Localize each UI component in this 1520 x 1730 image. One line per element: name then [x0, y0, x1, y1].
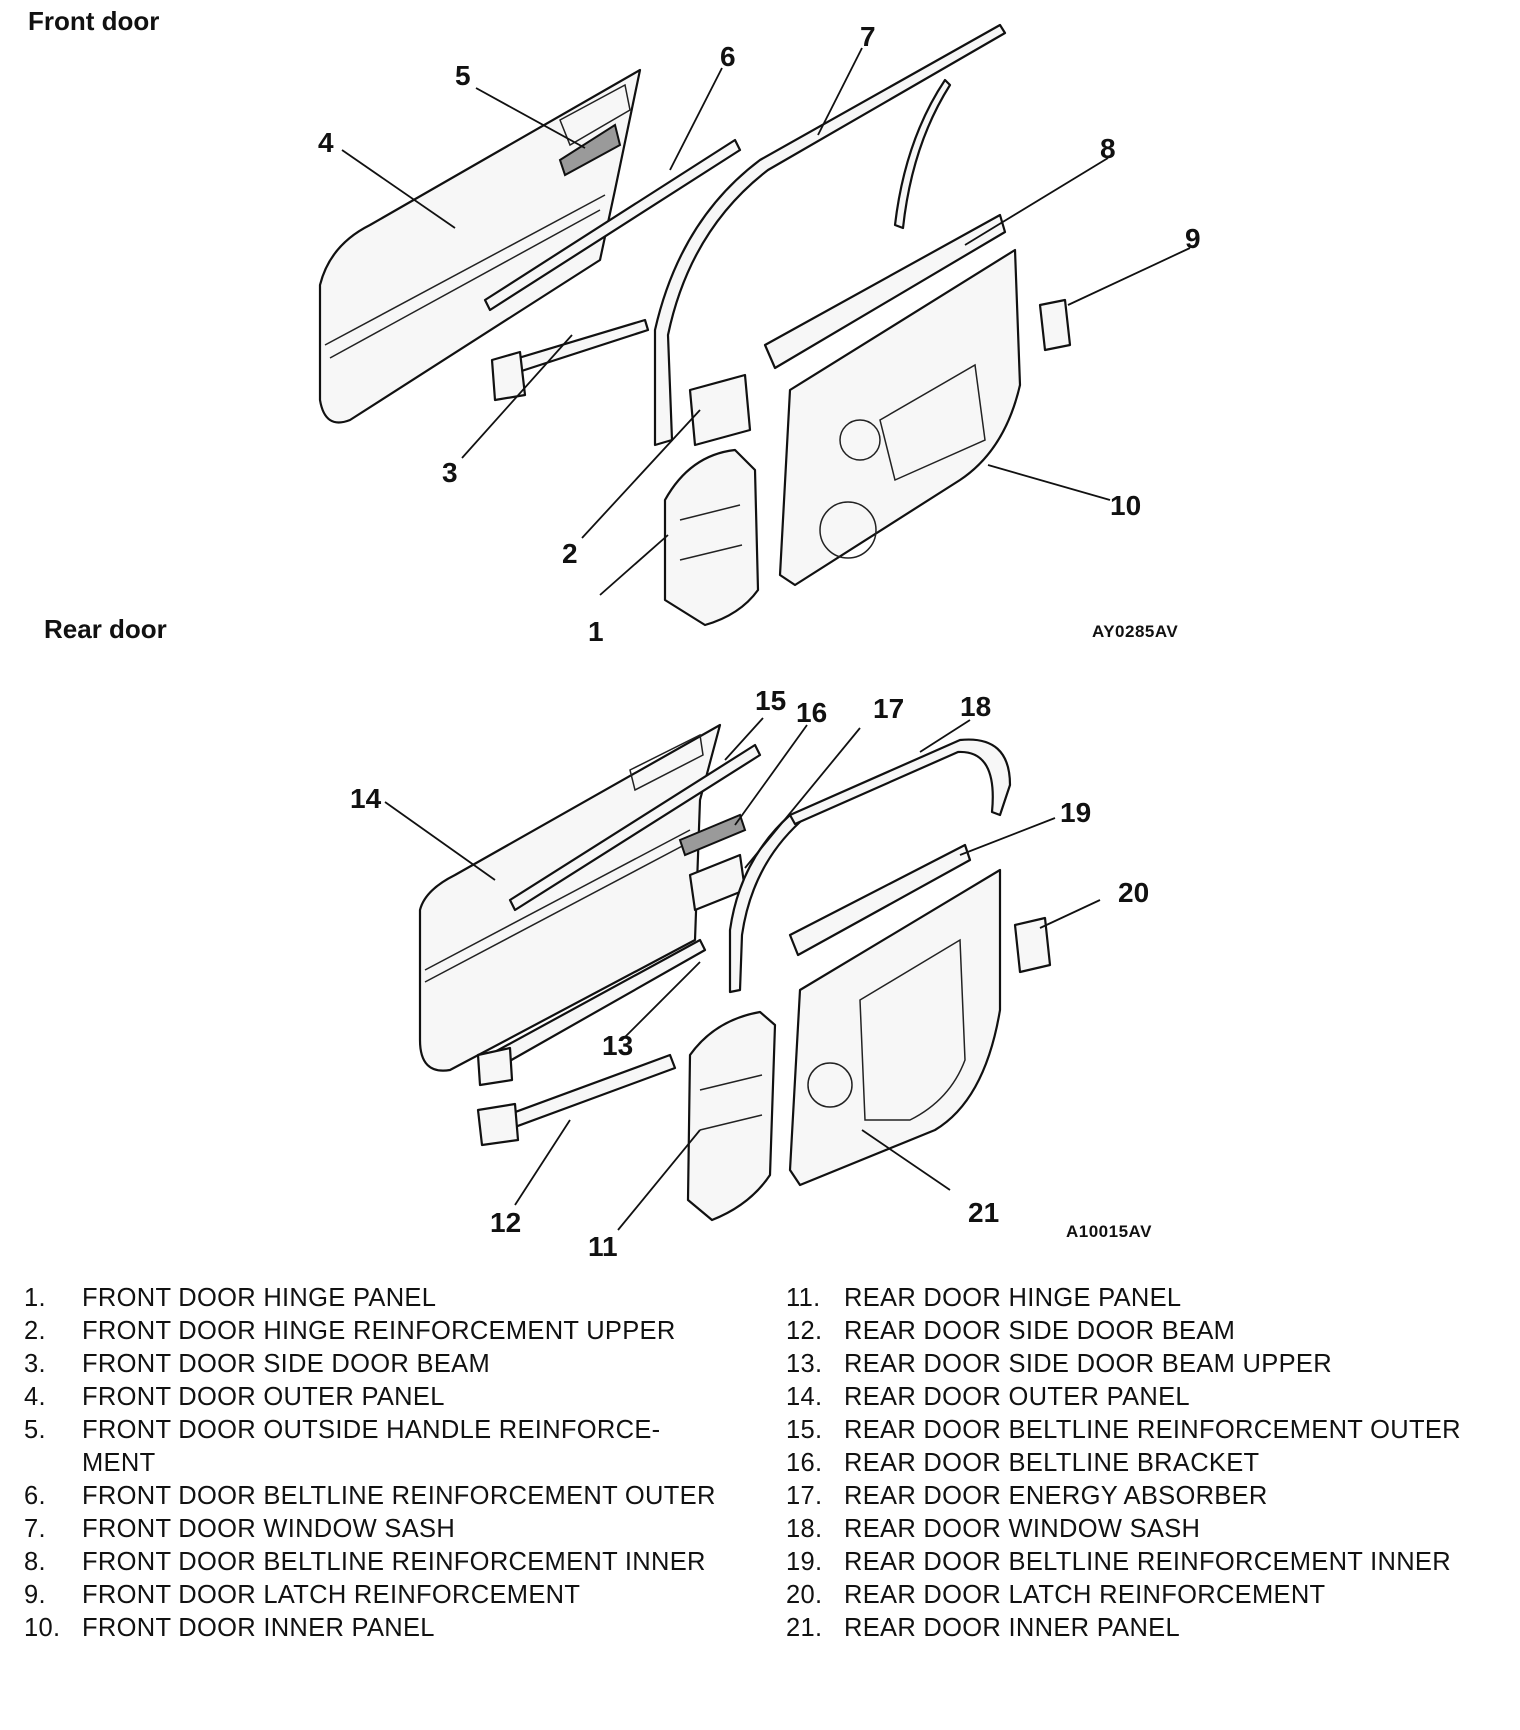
legend-rear-door-parts: 11.REAR DOOR HINGE PANEL 12.REAR DOOR SI…	[786, 1282, 1486, 1645]
legend-item-8: 8.FRONT DOOR BELTLINE REINFORCEMENT INNE…	[24, 1548, 706, 1576]
rear-leader-lines	[384, 717, 1101, 1231]
rear-door-beltline-reinforcement-outer	[508, 743, 762, 912]
callout-20: 20	[1118, 877, 1149, 908]
front-door-inner-panel	[778, 248, 1022, 587]
legend-front-door-parts: 1.FRONT DOOR HINGE PANEL 2.FRONT DOOR HI…	[24, 1282, 724, 1645]
rear-drawing-code: A10015AV	[1066, 1222, 1152, 1241]
legend-item-5: 5.FRONT DOOR OUTSIDE HANDLE REINFORCE- M…	[24, 1416, 661, 1477]
callout-10: 10	[1110, 490, 1141, 521]
callout-1: 1	[588, 616, 604, 647]
front-door-side-door-beam	[490, 318, 650, 402]
legend-item-1: 1.FRONT DOOR HINGE PANEL	[24, 1284, 437, 1312]
legend-item-4: 4.FRONT DOOR OUTER PANEL	[24, 1383, 445, 1411]
callout-3: 3	[442, 457, 458, 488]
front-door-beltline-reinforcement-inner	[763, 213, 1007, 370]
legend-item-20: 20.REAR DOOR LATCH REINFORCEMENT	[786, 1581, 1326, 1609]
front-door-beltline-reinforcement-outer	[483, 138, 742, 312]
rear-door-title: Rear door	[44, 614, 167, 644]
rear-door-hinge-panel	[686, 1010, 777, 1222]
legend-item-21: 21.REAR DOOR INNER PANEL	[786, 1614, 1180, 1642]
legend-item-18: 18.REAR DOOR WINDOW SASH	[786, 1515, 1201, 1543]
rear-callouts: 11 12 13 14 15 16 17 18 19 20 21	[350, 685, 1149, 1262]
rear-door-window-sash	[788, 738, 1012, 826]
callout-9: 9	[1185, 223, 1201, 254]
callout-2: 2	[562, 538, 578, 569]
legend-item-9: 9.FRONT DOOR LATCH REINFORCEMENT	[24, 1581, 581, 1609]
legend-item-19: 19.REAR DOOR BELTLINE REINFORCEMENT INNE…	[786, 1548, 1451, 1576]
legend-item-16: 16.REAR DOOR BELTLINE BRACKET	[786, 1449, 1260, 1477]
callout-5: 5	[455, 60, 471, 91]
front-door-assembly: 1 2 3 4 5 6 7 8 9 10	[318, 21, 1201, 647]
callout-4: 4	[318, 127, 334, 158]
legend-item-3: 3.FRONT DOOR SIDE DOOR BEAM	[24, 1350, 490, 1378]
front-door-latch-reinforcement	[1038, 298, 1072, 352]
rear-door-outer-panel	[418, 723, 722, 1072]
legend-item-15: 15.REAR DOOR BELTLINE REINFORCEMENT OUTE…	[786, 1416, 1461, 1444]
legend-item-17: 17.REAR DOOR ENERGY ABSORBER	[786, 1482, 1268, 1510]
legend-item-7: 7.FRONT DOOR WINDOW SASH	[24, 1515, 456, 1543]
rear-door-beltline-bracket	[678, 813, 747, 857]
front-door-outside-handle-reinforcement	[558, 123, 622, 177]
callout-13: 13	[602, 1030, 633, 1061]
rear-door-beltline-reinforcement-inner	[788, 843, 972, 957]
rear-door-inner-panel	[788, 868, 1002, 1187]
front-door-window-sash	[653, 23, 1007, 447]
legend-item-11: 11.REAR DOOR HINGE PANEL	[786, 1284, 1182, 1312]
callout-8: 8	[1100, 133, 1116, 164]
callout-14: 14	[350, 783, 382, 814]
legend-item-6: 6.FRONT DOOR BELTLINE REINFORCEMENT OUTE…	[24, 1482, 716, 1510]
callout-21: 21	[968, 1197, 999, 1228]
front-door-hinge-panel	[663, 448, 760, 627]
front-door-title: Front door	[28, 6, 160, 36]
callout-18: 18	[960, 691, 991, 722]
front-leader-lines	[341, 47, 1191, 596]
legend-item-13: 13.REAR DOOR SIDE DOOR BEAM UPPER	[786, 1350, 1332, 1378]
exploded-door-diagram: 1 2 3 4 5 6 7 8 9 10	[318, 21, 1201, 1262]
callout-19: 19	[1060, 797, 1091, 828]
callout-17: 17	[873, 693, 904, 724]
callout-11: 11	[588, 1231, 618, 1262]
callout-16: 16	[796, 697, 827, 728]
rear-door-energy-absorber	[728, 813, 802, 994]
callout-7: 7	[860, 21, 876, 52]
front-drawing-code: AY0285AV	[1092, 622, 1179, 641]
legend-item-10: 10.FRONT DOOR INNER PANEL	[24, 1614, 435, 1642]
legend-item-14: 14.REAR DOOR OUTER PANEL	[786, 1383, 1190, 1411]
front-callouts: 1 2 3 4 5 6 7 8 9 10	[318, 21, 1201, 647]
callout-15: 15	[755, 685, 786, 716]
front-door-outer-panel	[318, 68, 642, 424]
rear-door-latch-reinforcement	[1013, 916, 1052, 974]
legend-item-2: 2.FRONT DOOR HINGE REINFORCEMENT UPPER	[24, 1317, 676, 1345]
callout-12: 12	[490, 1207, 521, 1238]
legend-item-12: 12.REAR DOOR SIDE DOOR BEAM	[786, 1317, 1236, 1345]
front-door-hinge-reinforcement-upper	[688, 373, 752, 447]
callout-6: 6	[720, 41, 736, 72]
rear-door-assembly: 11 12 13 14 15 16 17 18 19 20 21	[350, 685, 1149, 1262]
